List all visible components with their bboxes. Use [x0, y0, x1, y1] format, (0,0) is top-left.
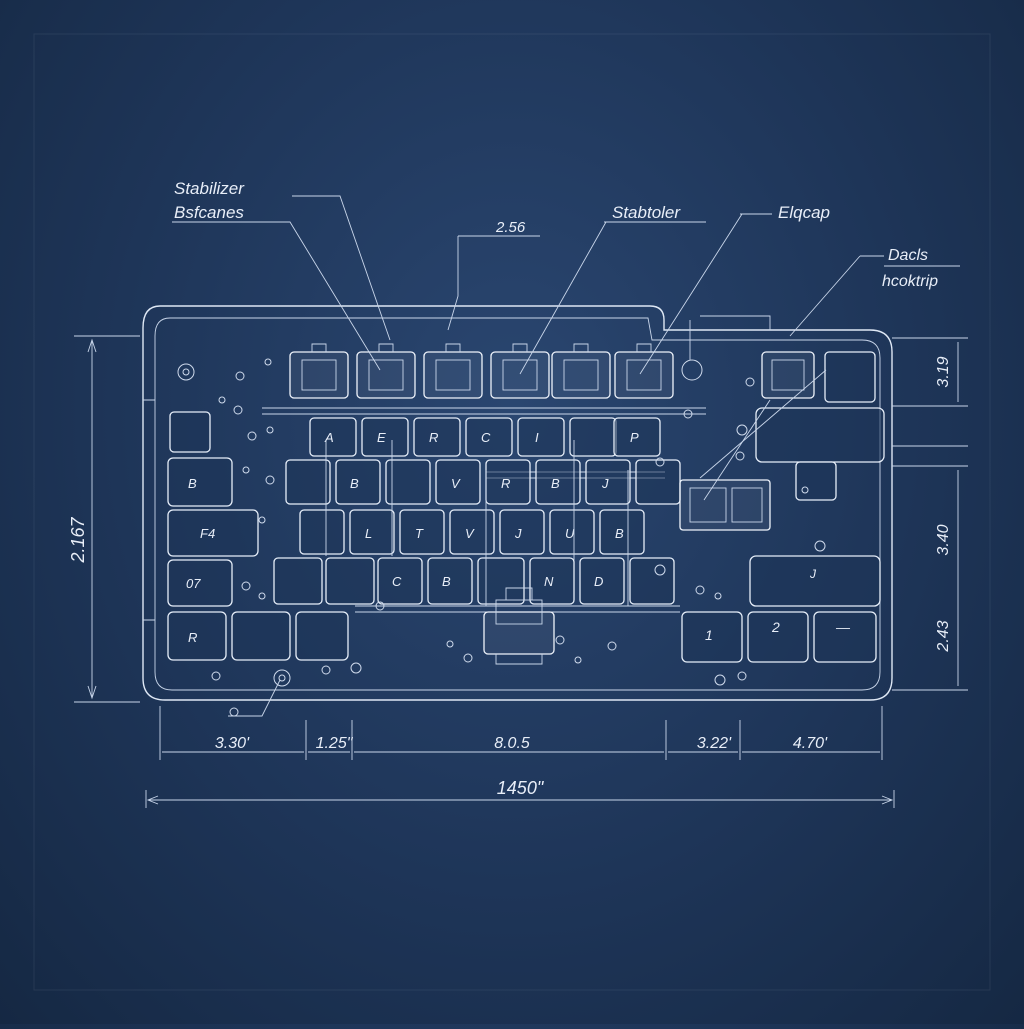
- key-switch: [289, 343, 349, 399]
- dimension-bottom-5: 4.70': [793, 735, 828, 752]
- switch-module: [679, 479, 771, 531]
- dimension-overall: 1450": [497, 778, 545, 798]
- dimension-right-upper: 3.19: [935, 356, 952, 387]
- key-legend: N: [544, 574, 554, 589]
- key-legend: R: [501, 476, 510, 491]
- dimension-bottom-1: 3.30': [215, 735, 250, 752]
- key-legend: V: [451, 476, 461, 491]
- key-legend: B: [442, 574, 451, 589]
- key-legend: R: [429, 430, 438, 445]
- callout-top-dimension: 2.56: [495, 219, 526, 236]
- key: [295, 611, 349, 661]
- key-legend: A: [324, 430, 334, 445]
- key-legend: B: [615, 526, 624, 541]
- key-legend: J: [809, 567, 817, 581]
- key-legend: B: [551, 476, 560, 491]
- keyboard-case: [142, 305, 893, 701]
- key-row-4: C B N D: [273, 557, 675, 605]
- callout-dacls-sub: hcoktrip: [882, 273, 938, 290]
- key-legend: U: [565, 526, 575, 541]
- key-switch: [551, 343, 611, 399]
- dimension-left: 2.167: [68, 335, 140, 703]
- key-legend: L: [365, 526, 372, 541]
- key-legend: J: [601, 476, 609, 491]
- dimension-right-lower: 2.43: [935, 620, 952, 652]
- key: [231, 611, 291, 661]
- key-legend: F4: [200, 526, 215, 541]
- key-switch: [761, 351, 815, 399]
- key-legend: V: [465, 526, 475, 541]
- key-switch: [356, 343, 416, 399]
- callout-keycap: Elqcap: [778, 203, 830, 222]
- right-key-cluster: J 1 2 —: [679, 315, 885, 663]
- center-stabilizer: [483, 587, 555, 665]
- key-legend: B: [350, 476, 359, 491]
- dimension-bottom-2: 1.25": [316, 735, 354, 752]
- key: [167, 559, 233, 607]
- key-wide: [749, 555, 881, 607]
- key-legend: C: [481, 430, 491, 445]
- key-legend: D: [594, 574, 603, 589]
- key-wide: [755, 407, 885, 463]
- switch-row: [289, 343, 876, 403]
- key-legend: E: [377, 430, 386, 445]
- key-switch: [614, 343, 674, 399]
- callout-dacls: Dacls: [888, 247, 928, 264]
- dimension-left-label: 2.167: [68, 516, 88, 563]
- callout-stabilizer-sub: Bsfcanes: [174, 203, 244, 222]
- dimension-bottom: 3.30' 1.25" 8.0.5 3.22' 4.70' 1450": [145, 706, 895, 808]
- callout-stabilizer: Stabilizer: [174, 179, 245, 198]
- key-row-3: L T V J U B: [299, 509, 645, 555]
- key-legend: 1: [705, 627, 713, 643]
- dimension-bottom-3: 8.0.5: [494, 735, 530, 752]
- key-row-2: B V R B J: [285, 459, 681, 505]
- key-legend: T: [415, 526, 424, 541]
- callout-stabilizer-2: Stabtoler: [612, 203, 681, 222]
- callout-leaders: [172, 195, 960, 717]
- dimension-bottom-4: 3.22': [697, 735, 732, 752]
- page-frame: [33, 33, 991, 991]
- pcb-components: [177, 358, 826, 687]
- key: [167, 611, 227, 661]
- key-legend: 07: [186, 576, 201, 591]
- key-legend: C: [392, 574, 402, 589]
- dimension-right-mid: 3.40: [935, 524, 952, 555]
- key: [167, 509, 259, 557]
- key-row-1: A E R C I P: [309, 417, 661, 457]
- key-legend: R: [188, 630, 197, 645]
- keycap-top-right: [824, 351, 876, 403]
- key-legend: P: [630, 430, 639, 445]
- key-switch: [490, 343, 550, 399]
- key-legend: I: [535, 430, 539, 445]
- key: [167, 457, 233, 507]
- dimension-right: 3.19 3.40 2.43: [892, 337, 968, 691]
- left-key-column: B F4 07 R: [167, 411, 349, 661]
- key-legend: 2: [771, 619, 780, 635]
- key-legend: J: [514, 526, 522, 541]
- key-legend: —: [835, 619, 851, 635]
- key-small: [169, 411, 211, 453]
- key-switch: [423, 343, 483, 399]
- key-legend: B: [188, 476, 197, 491]
